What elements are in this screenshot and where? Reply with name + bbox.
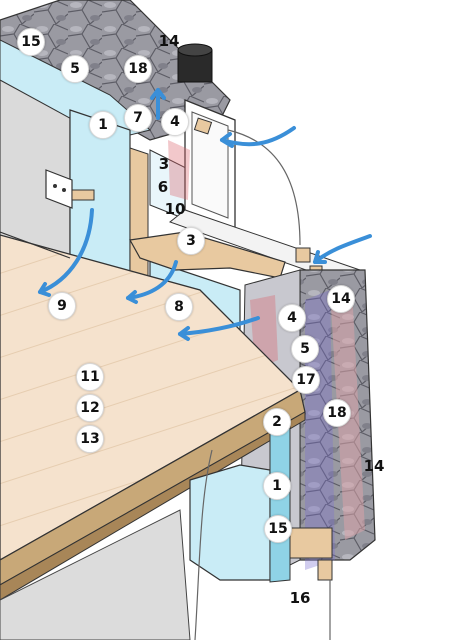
label-17: 17 bbox=[292, 366, 320, 394]
label-4-right: 4 bbox=[278, 304, 306, 332]
wall-plate bbox=[289, 527, 333, 559]
label-15-top: 15 bbox=[17, 28, 45, 56]
label-5-right: 5 bbox=[291, 335, 319, 363]
label-14-top: 14 bbox=[158, 32, 180, 50]
label-15-lower: 15 bbox=[264, 515, 292, 543]
frame-fixing-top bbox=[193, 117, 213, 135]
label-2: 2 bbox=[263, 408, 291, 436]
label-16: 16 bbox=[289, 589, 311, 607]
label-6: 6 bbox=[157, 178, 169, 196]
label-13: 13 bbox=[76, 425, 104, 453]
label-9: 9 bbox=[48, 292, 76, 320]
label-12: 12 bbox=[76, 394, 104, 422]
label-8: 8 bbox=[165, 293, 193, 321]
label-7: 7 bbox=[124, 104, 152, 132]
floor-joist-underside bbox=[0, 411, 306, 601]
label-10: 10 bbox=[164, 200, 186, 218]
window-sash bbox=[191, 111, 229, 219]
wall-below-floor bbox=[0, 509, 191, 640]
vent-pipe-icon bbox=[177, 43, 213, 83]
label-3-reveal: 3 bbox=[158, 155, 170, 173]
cable-window bbox=[227, 129, 301, 246]
label-1-upper: 1 bbox=[89, 111, 117, 139]
skirting-line bbox=[0, 231, 71, 259]
airflow-arrow-icon bbox=[38, 88, 372, 341]
frame-fixing-bottom bbox=[295, 247, 311, 263]
cable-below-floor bbox=[194, 449, 213, 640]
power-socket-icon bbox=[45, 169, 95, 209]
label-11: 11 bbox=[76, 363, 104, 391]
label-14-lower: 14 bbox=[363, 457, 385, 475]
label-18-top: 18 bbox=[124, 55, 152, 83]
damp-stain-left bbox=[168, 140, 190, 200]
label-18-right: 18 bbox=[323, 399, 351, 427]
label-1-lower: 1 bbox=[263, 472, 291, 500]
insulation-edge-strip bbox=[269, 424, 291, 583]
label-3-board: 3 bbox=[177, 227, 205, 255]
wall-plate-fixing bbox=[317, 559, 333, 581]
label-5-top: 5 bbox=[61, 55, 89, 83]
label-4-top: 4 bbox=[161, 108, 189, 136]
label-14-right: 14 bbox=[327, 285, 355, 313]
